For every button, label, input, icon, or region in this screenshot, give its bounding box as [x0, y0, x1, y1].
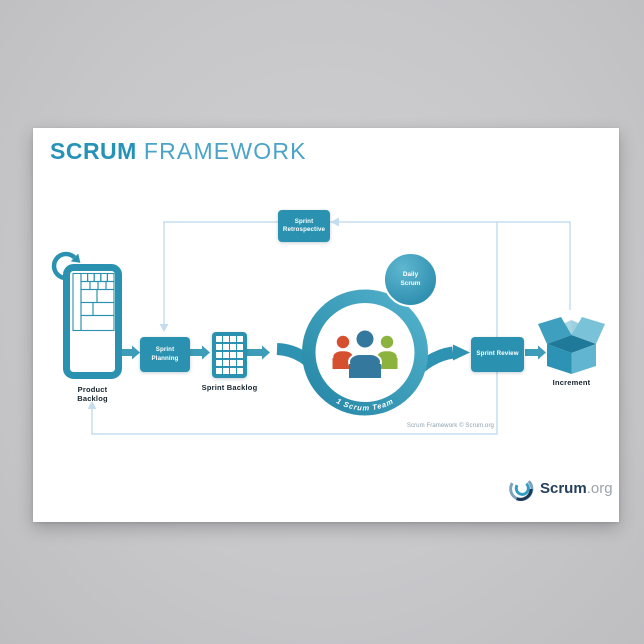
copyright-credit: Scrum Framework © Scrum.org — [406, 423, 494, 429]
review-to-product-backlog-line — [91, 222, 498, 435]
flow-arrows — [122, 345, 546, 360]
person-blue-icon — [348, 328, 382, 378]
arrow-up-to-product-backlog-icon — [87, 401, 97, 409]
sprint-backlog-grid — [216, 336, 243, 374]
scrum-org-logo-text: Scrum.org — [540, 480, 613, 497]
scrum-team-ring — [302, 289, 428, 416]
feedback-loop-lines — [91, 221, 571, 435]
daily-scrum-label: Daily Scrum — [400, 271, 421, 287]
diagram-canvas: 1 Scrum Team — [51, 217, 605, 435]
sprint-backlog-icon — [212, 332, 247, 378]
daily-scrum-node: Daily Scrum — [383, 252, 438, 307]
arrow-review-to-increment-icon — [525, 345, 546, 360]
scrum-team-people-icon — [331, 328, 399, 378]
arrow-left-to-retrospective-icon — [330, 217, 339, 227]
sprint-backlog-label: Sprint Backlog — [201, 383, 258, 392]
sprint-retrospective-node: Sprint Retrospective — [278, 210, 330, 242]
scrum-org-logo-icon — [509, 479, 534, 501]
sprint-review-label: Sprint Review — [476, 350, 519, 358]
product-backlog-label: Product Backlog — [77, 385, 108, 403]
retrospective-to-planning-line — [163, 221, 571, 325]
logo-suffix: .org — [586, 479, 613, 497]
sprint-planning-node: Sprint Planning — [140, 337, 190, 372]
logo-brand: Scrum — [540, 479, 587, 497]
loop-arrowheads — [87, 217, 339, 409]
person-green-icon — [375, 334, 399, 369]
scrum-org-logo: Scrum.org — [506, 473, 613, 503]
title-primary: SCRUM — [50, 138, 137, 164]
arrow-backlog-to-planning-icon — [122, 345, 140, 360]
arrow-down-to-sprint-planning-icon — [159, 324, 169, 332]
title-secondary: FRAMEWORK — [143, 138, 307, 164]
increment-box-icon — [538, 317, 605, 374]
sprint-retrospective-label: Sprint Retrospective — [282, 217, 326, 233]
product-backlog-icon — [63, 264, 122, 379]
swoosh-arrowhead-icon — [453, 344, 470, 361]
arrow-sprint-backlog-to-sprint-icon — [247, 345, 270, 360]
sprint-planning-label: Sprint Planning — [151, 346, 179, 362]
increment-label: Increment — [552, 378, 591, 387]
arrow-planning-to-sprint-backlog-icon — [190, 345, 210, 360]
sprint-review-node: Sprint Review — [471, 337, 524, 372]
